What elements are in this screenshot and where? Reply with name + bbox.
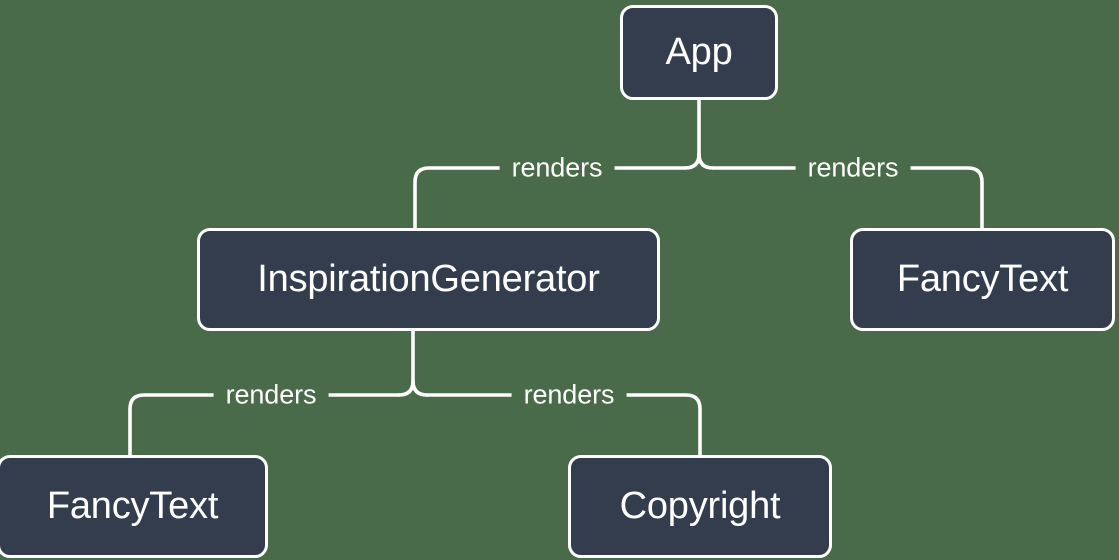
node-fancytext-left-label: FancyText [46,485,219,527]
node-copyright[interactable]: Copyright [568,455,832,558]
edge-app-stem-right [697,152,715,170]
edge-label-inspiration-to-fancytext-left: renders [213,381,329,409]
node-fancytext-right[interactable]: FancyText [850,228,1115,331]
edge-inspiration-stem-right [411,379,429,397]
node-inspiration-generator[interactable]: InspirationGenerator [197,228,660,331]
node-inspiration-generator-label: InspirationGenerator [257,258,600,300]
edge-label-inspiration-to-copyright: renders [511,381,627,409]
edge-label-app-to-fancytext-right: renders [795,154,911,182]
edge-inspiration-stem [397,329,415,397]
edge-app-to-inspiration [413,166,687,230]
node-app[interactable]: App [620,5,778,100]
node-fancytext-left[interactable]: FancyText [0,455,268,558]
node-fancytext-right-label: FancyText [896,258,1069,300]
node-copyright-label: Copyright [619,485,781,527]
edge-label-app-to-inspiration: renders [499,154,615,182]
edge-inspiration-to-copyright [425,393,702,457]
edge-app-stem [683,98,701,170]
edge-app-to-fancytext-right [711,166,984,230]
node-app-label: App [665,31,733,73]
edge-inspiration-to-fancytext-left [128,393,401,457]
